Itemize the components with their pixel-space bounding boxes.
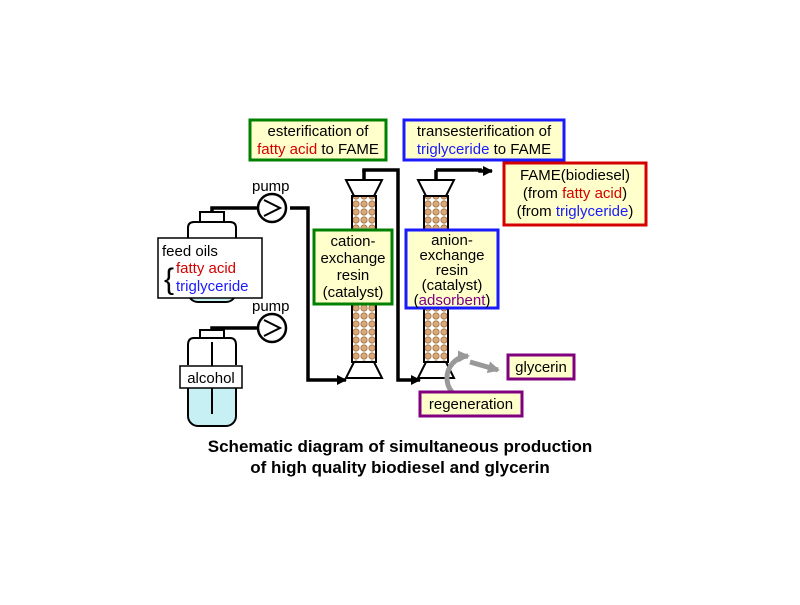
- fame-line3: (from triglyceride): [517, 203, 634, 220]
- regeneration-label: regeneration: [429, 396, 513, 413]
- transesterification-to-fame: to FAME: [489, 141, 551, 158]
- pump-bottom: [256, 312, 288, 344]
- feed-oils-title: feed oils: [162, 243, 218, 260]
- anion-line2: exchange: [419, 247, 484, 264]
- anion-adsorbent: adsorbent: [419, 292, 487, 309]
- glycerin-box: glycerin: [506, 353, 576, 381]
- feed-oils-box: feed oils { fatty acid triglyceride: [157, 237, 263, 299]
- alcohol-box: alcohol: [179, 365, 243, 389]
- glycerin-arrow: [469, 359, 500, 374]
- pump-top: [256, 192, 288, 224]
- fame-box: FAME(biodiesel) (from fatty acid) (from …: [502, 161, 648, 227]
- esterification-line2: fatty acid to FAME: [257, 141, 379, 158]
- fame-line2: (from fatty acid): [523, 185, 627, 202]
- anion-line5: (adsorbent): [414, 292, 491, 309]
- alcohol-label: alcohol: [187, 370, 235, 387]
- esterification-fatty-acid: fatty acid: [257, 141, 317, 158]
- fame-line3-pre: (from: [517, 203, 556, 220]
- esterification-to-fame: to FAME: [317, 141, 379, 158]
- regeneration-box: regeneration: [418, 390, 524, 418]
- fame-line2-post: ): [622, 185, 627, 202]
- pipe-network: [210, 166, 493, 385]
- fame-line1: FAME(biodiesel): [520, 167, 630, 184]
- feed-oils-fatty-acid: fatty acid: [176, 260, 236, 277]
- pipe-feed-to-pump: [210, 206, 258, 212]
- transesterification-triglyceride: triglyceride: [417, 141, 490, 158]
- transesterification-box: transesterification of triglyceride to F…: [402, 118, 566, 162]
- cation-line2: exchange: [320, 250, 385, 267]
- fame-triglyceride: triglyceride: [556, 203, 629, 220]
- anion-line3: resin: [436, 262, 469, 279]
- pipe-anion-to-fame: [436, 166, 493, 176]
- cation-line1: cation-: [330, 233, 375, 250]
- transesterification-line2: triglyceride to FAME: [417, 141, 551, 158]
- cation-label-box: cation- exchange resin (catalyst): [312, 228, 394, 306]
- anion-line4: (catalyst): [422, 277, 483, 294]
- anion-line1: anion-: [431, 232, 473, 249]
- caption-line1: Schematic diagram of simultaneous produc…: [208, 437, 592, 456]
- caption-line2: of high quality biodiesel and glycerin: [250, 458, 549, 477]
- pump-top-label: pump: [252, 178, 290, 195]
- pump-bottom-label: pump: [252, 298, 290, 315]
- esterification-line1: esterification of: [268, 123, 370, 140]
- anion-line5-post: ): [485, 292, 490, 309]
- fame-line3-post: ): [628, 203, 633, 220]
- anion-label-box: anion- exchange resin (catalyst) (adsorb…: [404, 228, 500, 310]
- pipe-alcohol-to-pump: [210, 326, 258, 330]
- pipe-pump-to-cation: [290, 206, 347, 385]
- cation-line3: resin: [337, 267, 370, 284]
- fame-line2-pre: (from: [523, 185, 562, 202]
- cation-line4: (catalyst): [323, 284, 384, 301]
- glycerin-label: glycerin: [515, 359, 567, 376]
- transesterification-line1: transesterification of: [417, 123, 552, 140]
- esterification-box: esterification of fatty acid to FAME: [248, 118, 388, 162]
- fame-fatty-acid: fatty acid: [562, 185, 622, 202]
- anion-line5-pre: (: [414, 292, 419, 309]
- feed-oils-brace: {: [164, 263, 174, 296]
- feed-oils-triglyceride: triglyceride: [176, 278, 249, 295]
